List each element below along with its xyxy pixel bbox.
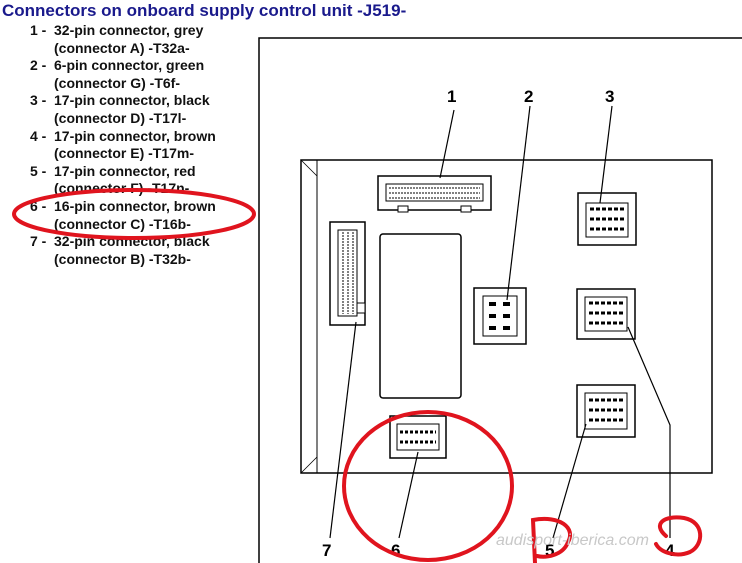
legend-description: 17-pin connector, brown — [54, 127, 216, 144]
hand-drawn-mark-near-5 — [530, 516, 572, 563]
legend-description: 16-pin connector, brown — [54, 197, 216, 214]
connector-2-t6f — [473, 287, 527, 345]
legend-connector-code: (connector G) -T6f- — [54, 74, 180, 91]
callout-4: 4 — [665, 541, 675, 560]
legend-item-6: 6 -16-pin connector, brown (connector C)… — [30, 198, 260, 233]
connector-7-t32b — [329, 221, 366, 326]
legend-connector-code: (connector B) -T32b- — [54, 250, 191, 267]
connector-5-t17n — [576, 384, 636, 438]
leader-lines — [329, 105, 671, 539]
connector-6-t16b — [389, 415, 447, 459]
callout-6: 6 — [391, 541, 400, 560]
connector-6-highlight-circle — [342, 410, 514, 562]
legend-description: 6-pin connector, green — [54, 57, 205, 74]
legend-description: 17-pin connector, black — [54, 92, 210, 109]
legend-item-4: 4 - 17-pin connector, brown (connector E)… — [30, 128, 260, 163]
connector-4-t17m — [576, 288, 636, 340]
legend-number: 3 - — [30, 92, 47, 109]
diagram-title: Connectors on onboard supply control uni… — [2, 1, 407, 20]
relay-slot — [379, 233, 462, 399]
legend-number: 4 - — [30, 127, 47, 144]
connector-1-t32a — [377, 175, 492, 213]
red-annotations — [12, 188, 703, 563]
legend-number: 5 - — [30, 162, 47, 179]
hand-drawn-mark-near-4 — [654, 515, 703, 557]
callout-7: 7 — [322, 541, 331, 560]
legend-item-3: 3 - 17-pin connector, black (connector D)… — [30, 92, 260, 127]
legend-connector-code: (connector C) -T16b- — [54, 215, 191, 232]
legend-highlight-ellipse — [12, 188, 256, 240]
legend-number: 1 - — [30, 22, 47, 38]
callout-2: 2 — [524, 87, 533, 106]
legend-number: 7 - — [30, 233, 47, 250]
legend-item-1: 1 - 32-pin connector, grey (connector A) … — [30, 22, 260, 57]
legend-number: 2 - — [30, 57, 47, 74]
connector-3-t17l — [577, 192, 637, 246]
legend-connector-code: (connector E) -T17m- — [54, 145, 195, 162]
callout-1: 1 — [447, 87, 456, 106]
legend-connector-code: (connector D) -T17l- — [54, 109, 187, 126]
legend-description: 32-pin connector, grey — [54, 22, 204, 38]
legend-description: 17-pin connector, red — [54, 162, 196, 179]
watermark: audisport-iberica.com — [496, 532, 649, 549]
legend-item-2: 2 - 6-pin connector, green (connector G) … — [30, 57, 260, 92]
connector-legend: 1 - 32-pin connector, grey (connector A) … — [30, 22, 260, 268]
callout-3: 3 — [605, 87, 614, 106]
callout-5: 5 — [545, 541, 554, 560]
legend-connector-code: (connector A) -T32a- — [54, 39, 190, 56]
figure-frame — [258, 37, 742, 563]
